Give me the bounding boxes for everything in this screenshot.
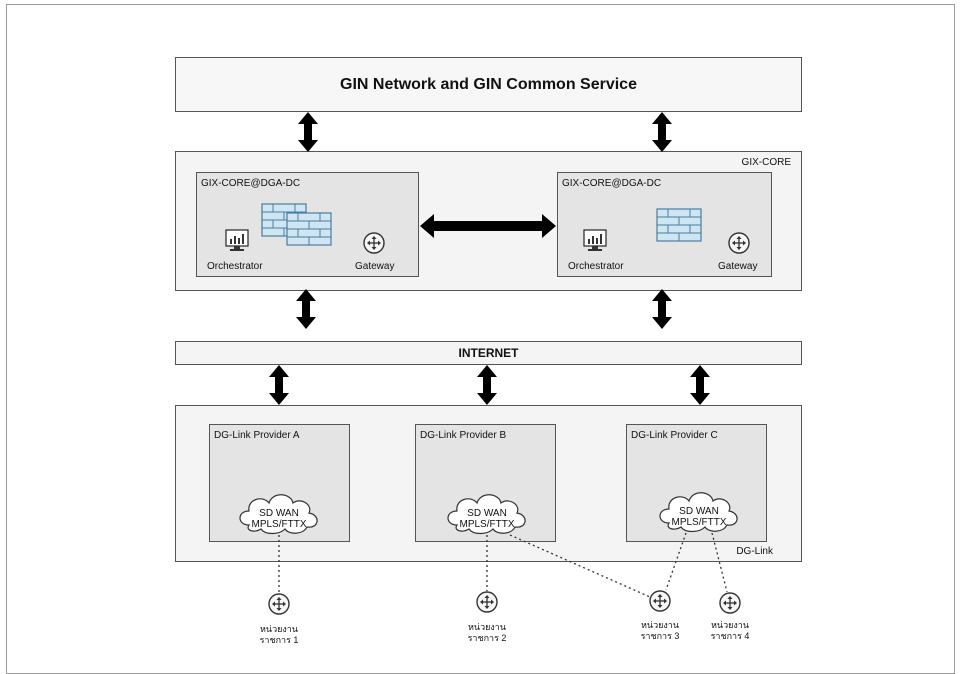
cloud-label: SD WAN MPLS/FTTX [241, 508, 317, 530]
double-arrow-icon [420, 214, 556, 238]
agency-line-1: หน่วยงาน [259, 624, 298, 634]
agency-line-2: ราชการ 3 [640, 631, 680, 641]
dotted-links [278, 532, 728, 598]
internet-bar: INTERNET [175, 341, 802, 365]
gix-node-title: GIX-CORE@DGA-DC [562, 178, 662, 189]
cloud-label: SD WAN MPLS/FTTX [661, 506, 737, 528]
cloud-line-2: MPLS/FTTX [671, 517, 727, 528]
gin-network-box: GIN Network and GIN Common Service [175, 57, 802, 112]
agency-label: หน่วยงาน ราชการ 2 [447, 622, 527, 644]
cloud-line-1: SD WAN [679, 506, 719, 517]
cloud-line-2: MPLS/FTTX [251, 519, 307, 530]
dg-link-label: DG-Link [736, 546, 773, 557]
router-icon [268, 593, 290, 615]
gix-node-title: GIX-CORE@DGA-DC [201, 178, 301, 189]
gateway-label: Gateway [355, 261, 395, 272]
double-arrow-icon [690, 365, 710, 405]
router-icon [728, 232, 750, 254]
router-icon [719, 592, 741, 614]
orchestrator-label: Orchestrator [207, 261, 263, 272]
cloud-line-1: SD WAN [467, 508, 507, 519]
gin-network-title: GIN Network and GIN Common Service [340, 76, 637, 93]
firewall-icon [656, 208, 702, 242]
agency-label: หน่วยงาน ราชการ 3 [620, 620, 700, 642]
double-arrow-icon [652, 112, 672, 152]
agency-line-1: หน่วยงาน [640, 620, 679, 630]
agency-line-1: หน่วยงาน [710, 620, 749, 630]
agency-label: หน่วยงาน ราชการ 4 [690, 620, 770, 642]
router-icon [649, 590, 671, 612]
gix-core-label: GIX-CORE [741, 157, 791, 168]
double-arrow-icon [298, 112, 318, 152]
router-icon [363, 232, 385, 254]
monitor-chart-icon [583, 229, 607, 252]
double-arrow-icon [652, 289, 672, 329]
agency-label: หน่วยงาน ราชการ 1 [239, 624, 319, 646]
agency-line-1: หน่วยงาน [467, 622, 506, 632]
double-arrow-icon [269, 365, 289, 405]
cloud-line-1: SD WAN [259, 508, 299, 519]
agency-line-2: ราชการ 1 [259, 635, 299, 645]
double-arrow-icon [477, 365, 497, 405]
double-arrow-icon [296, 289, 316, 329]
gateway-label: Gateway [718, 261, 758, 272]
agency-line-2: ราชการ 2 [467, 633, 507, 643]
cloud-label: SD WAN MPLS/FTTX [449, 508, 525, 530]
firewall-icon [286, 212, 332, 246]
agency-line-2: ราชการ 4 [710, 631, 750, 641]
cloud-line-2: MPLS/FTTX [459, 519, 515, 530]
router-icon [476, 591, 498, 613]
internet-title: INTERNET [458, 346, 519, 360]
provider-title: DG-Link Provider B [420, 430, 507, 441]
monitor-chart-icon [225, 229, 249, 252]
provider-title: DG-Link Provider A [214, 430, 300, 441]
orchestrator-label: Orchestrator [568, 261, 624, 272]
provider-title: DG-Link Provider C [631, 430, 718, 441]
